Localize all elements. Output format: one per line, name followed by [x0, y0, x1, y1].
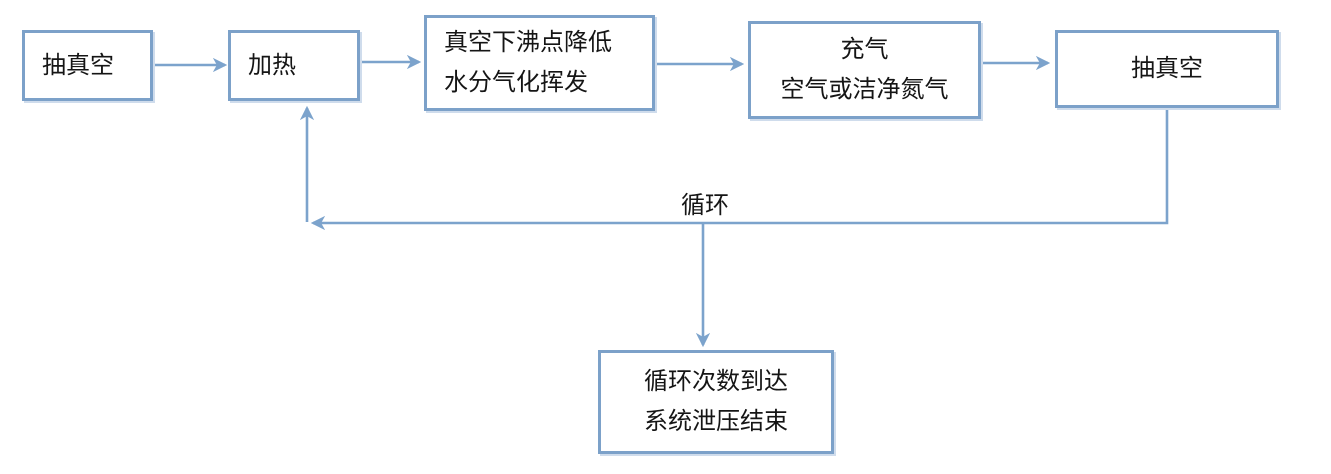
loop-edge-label: 循环 [668, 192, 742, 220]
node-inflate: 充气 空气或洁净氮气 [748, 21, 981, 119]
node-vacuum-boil-line1: 真空下沸点降低 [444, 30, 612, 56]
node-cycle-end-line2: 系统泄压结束 [644, 409, 788, 435]
node-vacuum-2: 抽真空 [1055, 30, 1279, 108]
node-vacuum-1: 抽真空 [22, 30, 153, 101]
node-vacuum-2-label: 抽真空 [1131, 56, 1203, 82]
node-cycle-end: 循环次数到达 系统泄压结束 [598, 350, 834, 454]
node-inflate-line1: 充气 [840, 37, 889, 63]
node-heat: 加热 [228, 30, 360, 101]
node-cycle-end-line1: 循环次数到达 [644, 369, 788, 395]
node-inflate-line2: 空气或洁净氮气 [780, 77, 949, 103]
node-heat-label: 加热 [248, 52, 296, 79]
loop-back-line [310, 107, 1169, 231]
node-vacuum-boil-line2: 水分气化挥发 [444, 70, 588, 96]
node-vacuum-boil: 真空下沸点降低 水分气化挥发 [424, 15, 655, 111]
node-vacuum-1-label: 抽真空 [42, 52, 114, 79]
